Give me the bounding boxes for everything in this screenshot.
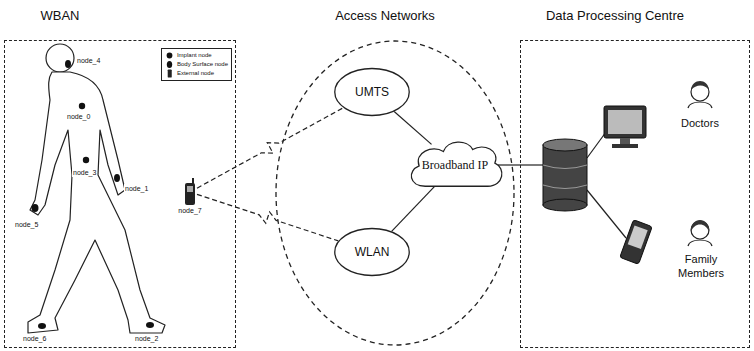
sensor-label: node_1 [124,184,149,193]
external-sample [168,69,172,77]
network-link [498,164,520,165]
node-label: UMTS [334,85,410,99]
sensor-label: node_6 [22,334,47,343]
legend-text: External node [177,69,214,78]
sensor-label: node_2 [134,334,159,343]
wireless-link [197,194,338,241]
implant-sample [167,53,173,59]
node-text-box: WLAN [334,245,410,259]
legend-row: Body Surface node [165,60,228,69]
legend-text: Implant node [177,51,212,60]
network-node: UMTS [334,68,410,116]
network-group: Access NetworksUMTS Broadband IP WLAN [270,2,520,348]
dashed-ellipse [276,41,514,345]
node-text-box: UMTS [334,85,410,99]
person-label: Doctors [680,116,720,130]
phone-icon [183,178,197,206]
phone-antenna [192,178,194,184]
group-heading: Data Processing Centre [520,8,710,23]
sensor-label: node_5 [14,220,39,229]
sensor-label: node_0 [66,112,91,121]
legend-row: External node [165,69,228,78]
server-illustration [520,106,652,264]
network-node: WLAN [334,228,410,276]
group-heading: WBAN [30,8,90,23]
device-node: node_7 [176,178,204,215]
node-label: WLAN [334,245,410,259]
surface-sample [167,61,172,68]
phone-body [185,183,195,205]
ellipse-outline [335,228,409,275]
legend-sample [165,60,174,69]
network-node: Broadband IP [405,136,506,194]
network-link [392,187,435,232]
legend-sample [165,51,174,60]
node-label: node_7 [176,206,204,215]
person-icons [688,81,712,246]
node-text-box: Broadband IP [405,158,506,173]
legend-row: Implant node [165,51,228,60]
human-figure [28,44,165,333]
group-frame [4,40,236,348]
legend-sample [165,69,174,78]
sensor-dots [32,60,155,329]
group-heading: Access Networks [270,8,500,23]
phone-screen [187,186,193,192]
wireless-link [197,108,343,188]
ellipse-outline [335,68,409,115]
node-label: Broadband IP [405,158,506,173]
legend-box: Implant nodeBody Surface nodeExternal no… [161,48,232,81]
network-group: Data Processing Centre [520,2,750,348]
sensor-label: node_4 [76,56,101,65]
sensor-label: node_3 [72,168,97,177]
network-link [394,111,431,144]
person-label: Family Members [668,252,734,280]
legend-text: Body Surface node [177,60,228,69]
group-frame [520,40,750,348]
